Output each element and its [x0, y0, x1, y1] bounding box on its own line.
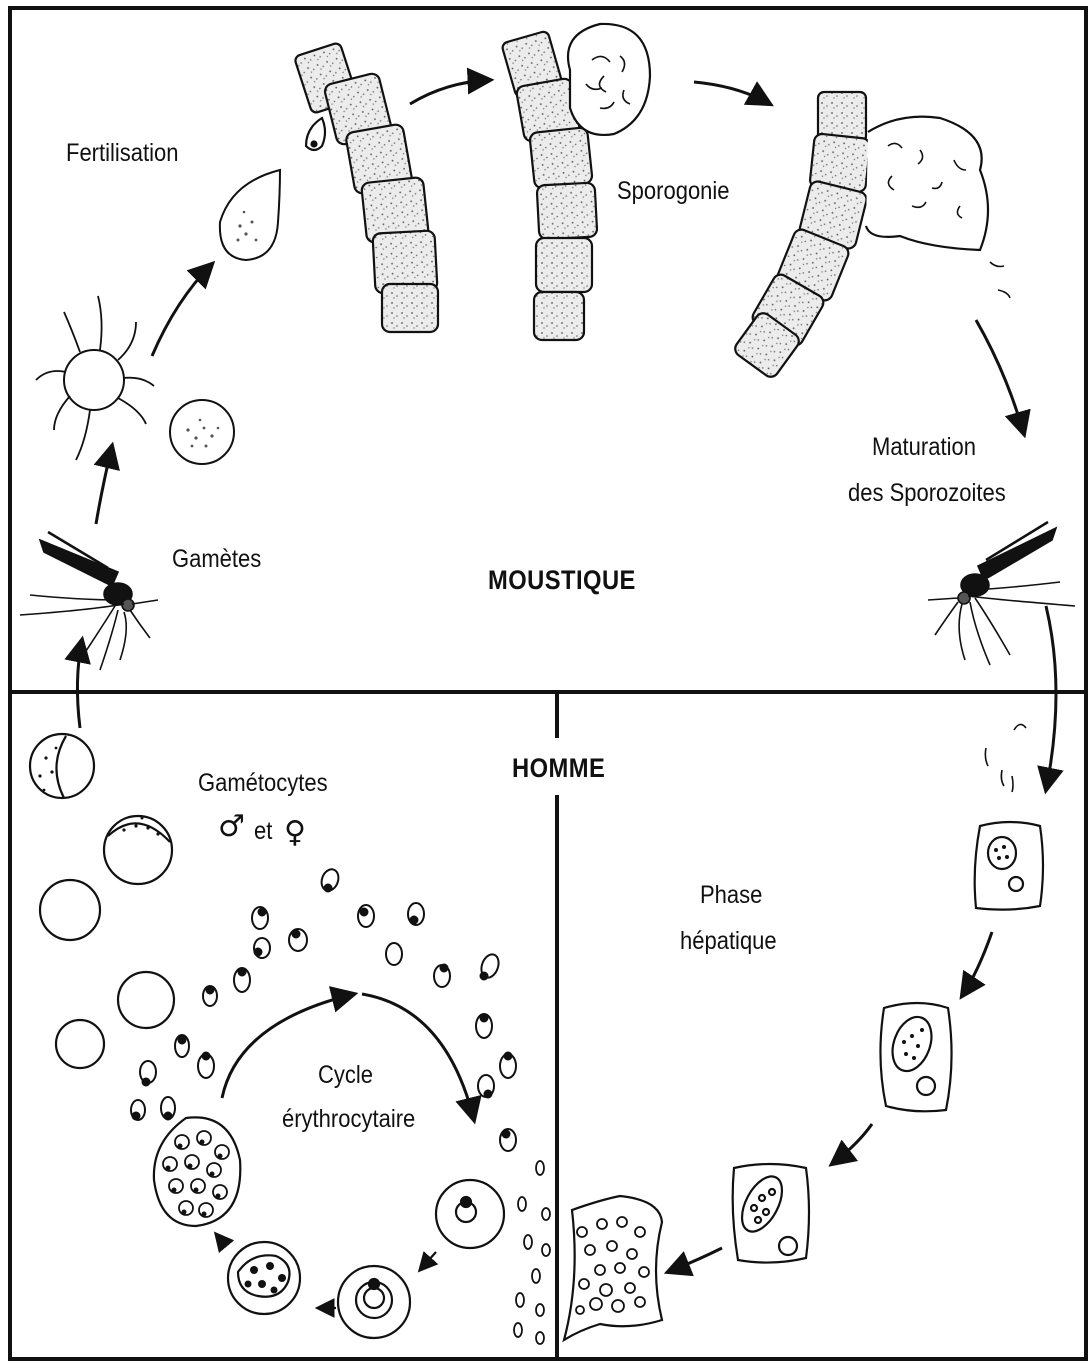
label-hepatique: hépatique: [680, 926, 777, 957]
female-symbol: ♀: [284, 818, 306, 848]
label-gametes: Gamètes: [172, 544, 261, 575]
label-sporogonie: Sporogonie: [617, 176, 730, 207]
label-fertilisation: Fertilisation: [66, 138, 178, 169]
merozoite-dots: [514, 1161, 550, 1344]
gut-wall-ookinete: [294, 42, 438, 332]
label-moustique: MOUSTIQUE: [488, 564, 636, 598]
label-et: et: [254, 816, 272, 847]
gametocyte-cells: [30, 734, 174, 1068]
label-homme: HOMME: [512, 752, 605, 786]
hepatocyte-cells: [564, 822, 1043, 1340]
label-phase: Phase: [700, 880, 762, 911]
zygote-cell: [220, 170, 280, 260]
gut-wall-sporozoites: [732, 92, 1010, 380]
label-maturation-line2: des Sporozoites: [848, 478, 1006, 509]
gametes-cells: [36, 296, 234, 464]
male-symbol: ♂: [218, 812, 245, 842]
mosquito-icon-left: [20, 532, 158, 670]
red-blood-cells: [154, 1117, 504, 1338]
label-cycle: Cycle: [318, 1060, 373, 1091]
sporozoite-squiggles: [985, 724, 1026, 792]
label-maturation-line1: Maturation: [872, 432, 976, 463]
label-gametocytes: Gamétocytes: [198, 768, 328, 799]
label-erythrocytaire: érythrocytaire: [282, 1104, 415, 1135]
